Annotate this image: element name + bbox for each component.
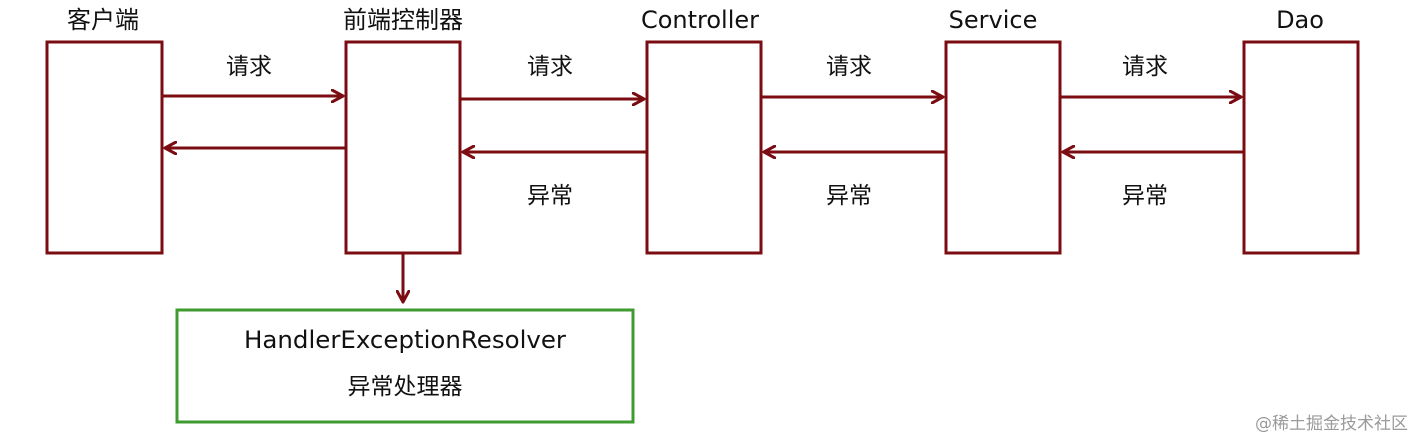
- handler-title: HandlerExceptionResolver: [244, 326, 566, 354]
- node-label-service: Service: [949, 6, 1038, 34]
- edge-label-request-4: 请求: [1122, 54, 1168, 80]
- edge-label-exception-1: 异常: [527, 183, 573, 209]
- node-box-service: [944, 40, 1062, 255]
- node-box-controller: [645, 40, 763, 255]
- node-box-client: [45, 40, 164, 255]
- edge-label-exception-2: 异常: [826, 183, 872, 209]
- handler-box: [175, 308, 635, 424]
- node-label-front-controller: 前端控制器: [343, 6, 463, 34]
- edge-label-request-2: 请求: [527, 54, 573, 80]
- node-label-client: 客户端: [67, 6, 139, 34]
- node-box-dao: [1242, 40, 1360, 255]
- handler-subtitle: 异常处理器: [348, 374, 463, 400]
- node-label-dao: Dao: [1276, 6, 1324, 34]
- edge-label-request-1: 请求: [226, 54, 272, 80]
- node-label-controller: Controller: [641, 6, 759, 34]
- watermark: @稀土掘金技术社区: [1255, 414, 1408, 434]
- edge-label-request-3: 请求: [826, 54, 872, 80]
- node-box-front-controller: [344, 40, 462, 255]
- edge-label-exception-3: 异常: [1122, 183, 1168, 209]
